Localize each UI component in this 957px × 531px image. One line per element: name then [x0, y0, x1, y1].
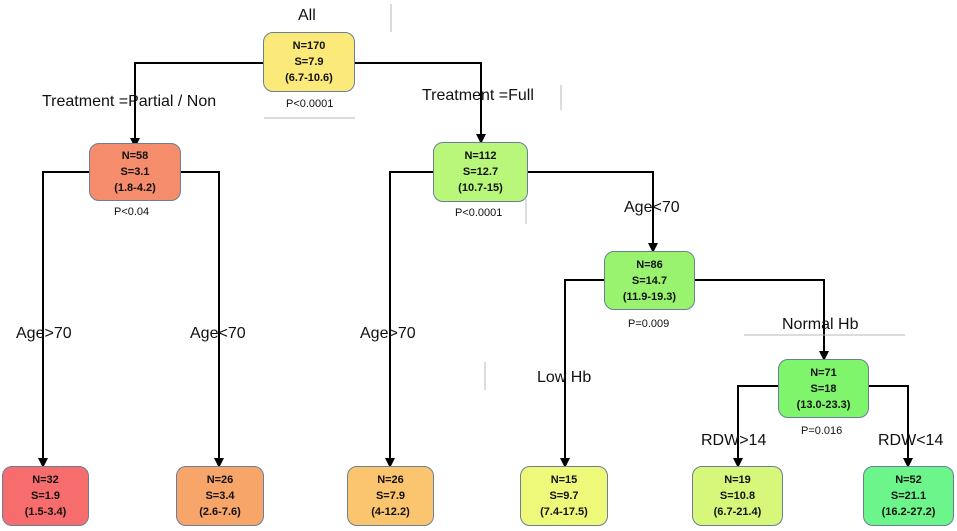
edge-label-treatment-partial: Treatment =Partial / Non	[42, 93, 217, 110]
leaf-low-hb: N=15 S=9.7 (7.4-17.5)	[520, 466, 608, 526]
edge-label-normal-hb: Normal Hb	[782, 316, 859, 333]
edge-normalhb-rdwhigh	[733, 385, 778, 468]
node-interval: (16.2-27.2)	[881, 506, 936, 518]
edge-label-age-over-70-partial: Age>70	[16, 325, 72, 342]
node-survival: S=18	[810, 382, 837, 395]
node-interval: (1.8-4.2)	[114, 182, 156, 194]
node-count: N=170	[292, 40, 326, 52]
node-interval: (1.5-3.4)	[24, 506, 67, 518]
node-survival: S=21.1	[890, 490, 927, 502]
p-value-age-under-70: P=0.009	[628, 318, 670, 330]
node-interval: (13.0-23.3)	[796, 398, 851, 411]
edge-root-full	[354, 62, 486, 144]
p-value-partial: P<0.04	[114, 206, 150, 218]
edge-normalhb-rdwlow	[869, 385, 913, 468]
edge-young-normalhb	[695, 279, 829, 361]
node-count: N=86	[636, 258, 663, 271]
node-full-treatment: N=112 S=12.7 (10.7-15)	[433, 142, 528, 202]
node-count: N=112	[464, 150, 497, 162]
leaf-full-age-over-70: N=26 S=7.9 (4-12.2)	[347, 466, 434, 526]
leaf-rdw-under-14: N=52 S=21.1 (16.2-27.2)	[863, 466, 954, 526]
edge-full-old	[385, 171, 433, 468]
edge-label-low-hb: Low Hb	[537, 369, 592, 386]
node-count: N=58	[121, 150, 149, 162]
node-count: N=71	[810, 366, 837, 379]
node-count: N=26	[206, 474, 234, 486]
edge-young-lowhb	[560, 279, 604, 468]
node-normal-hb: N=71 S=18 (13.0-23.3)	[778, 359, 869, 418]
node-survival: S=7.9	[294, 56, 324, 68]
root-label: All	[298, 7, 316, 24]
edge-partial-young	[181, 171, 224, 468]
node-survival: S=1.9	[30, 490, 61, 502]
node-count: N=19	[724, 474, 751, 486]
node-survival: S=10.8	[719, 490, 756, 502]
node-interval: (4-12.2)	[371, 506, 410, 518]
node-root: N=170 S=7.9 (6.7-10.6)	[263, 32, 355, 92]
node-survival: S=3.4	[205, 490, 235, 502]
node-count: N=32	[32, 474, 59, 486]
node-survival: S=3.1	[120, 166, 150, 178]
node-survival: S=9.7	[549, 490, 579, 502]
node-survival: S=12.7	[462, 166, 499, 178]
edge-label-age-under-70-partial: Age<70	[190, 325, 246, 342]
edge-label-rdw-under-14: RDW<14	[878, 432, 944, 449]
node-survival: S=7.9	[375, 490, 406, 502]
leaf-partial-age-under-70: N=26 S=3.4 (2.6-7.6)	[176, 466, 264, 526]
node-interval: (6.7-10.6)	[285, 72, 333, 84]
edge-root-partial	[130, 62, 264, 148]
edge-label-age-under-70-full: Age<70	[624, 199, 680, 216]
node-interval: (11.9-19.3)	[622, 290, 677, 303]
node-partial-treatment: N=58 S=3.1 (1.8-4.2)	[89, 143, 181, 201]
edge-label-age-over-70-full: Age>70	[360, 325, 416, 342]
node-interval: (7.4-17.5)	[540, 506, 588, 518]
node-interval: (6.7-21.4)	[713, 506, 762, 518]
node-age-under-70: N=86 S=14.7 (11.9-19.3)	[604, 251, 695, 310]
leaf-partial-age-over-70: N=32 S=1.9 (1.5-3.4)	[2, 466, 89, 526]
node-interval: (10.7-15)	[458, 182, 503, 194]
p-value-root: P<0.0001	[286, 98, 334, 110]
leaf-rdw-over-14: N=19 S=10.8 (6.7-21.4)	[692, 466, 783, 526]
node-survival: S=14.7	[631, 274, 668, 287]
node-count: N=52	[895, 474, 922, 486]
edge-full-young	[528, 171, 658, 253]
node-count: N=15	[550, 474, 578, 486]
node-count: N=26	[377, 474, 404, 486]
edge-partial-old	[38, 171, 90, 468]
node-interval: (2.6-7.6)	[199, 506, 241, 518]
p-value-normal-hb: P=0.016	[801, 425, 843, 437]
edge-label-treatment-full: Treatment =Full	[422, 87, 534, 104]
edge-label-rdw-over-14: RDW>14	[701, 432, 767, 449]
p-value-full: P<0.0001	[455, 207, 503, 219]
